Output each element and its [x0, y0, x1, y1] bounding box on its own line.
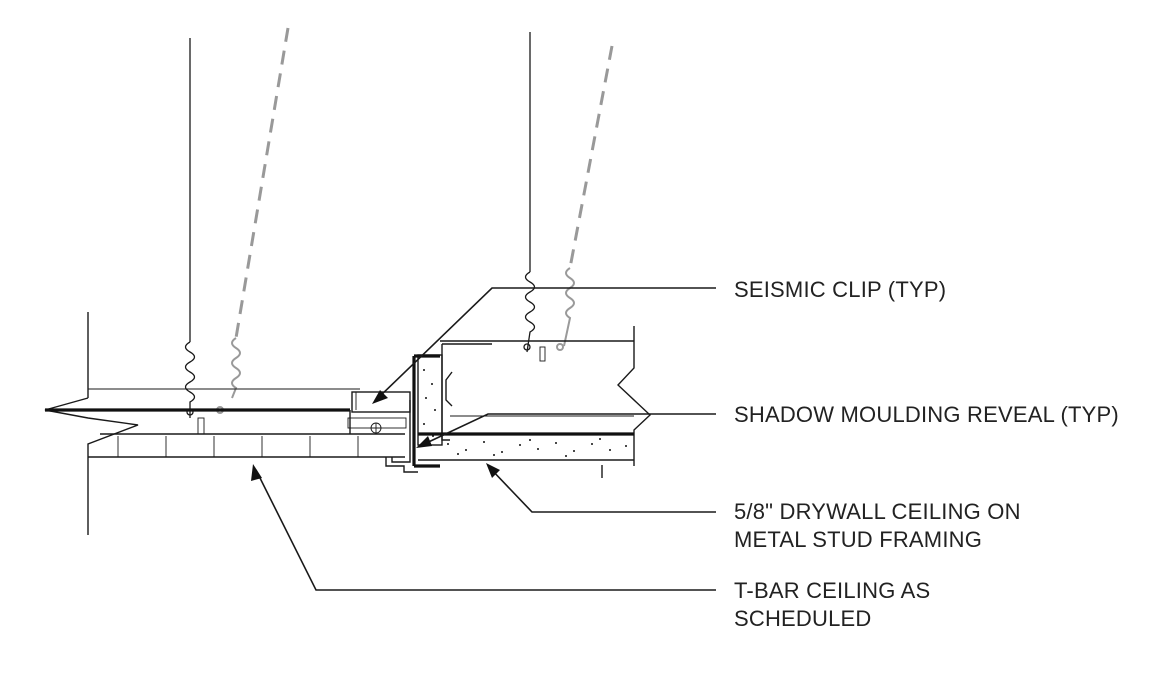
left-hanger-wire [184, 38, 196, 418]
shadow-moulding [412, 343, 492, 468]
seismic-clip-label: SEISMIC CLIP (TYP) [734, 277, 947, 302]
drywall-ceiling [418, 326, 652, 478]
t-bar-leader [251, 464, 716, 591]
drywall-leader [486, 463, 716, 513]
t-bar-ceiling [45, 391, 410, 458]
right-hanger-wire [523, 32, 536, 353]
drywall-label-line2: METAL STUD FRAMING [734, 527, 983, 552]
shadow-moulding-label: SHADOW MOULDING REVEAL (TYP) [734, 402, 1119, 427]
t-bar-label-line2: SCHEDULED [734, 606, 872, 631]
shadow-moulding-leader [416, 413, 716, 448]
seismic-clip-leader [372, 287, 716, 404]
drywall-label-line1: 5/8" DRYWALL CEILING ON [734, 499, 1021, 524]
seismic-clip [347, 391, 418, 473]
left-bracing-wire [216, 27, 290, 414]
left-structure [44, 312, 360, 535]
t-bar-label-line1: T-BAR CEILING AS [734, 578, 931, 603]
right-bracing-wire [556, 45, 614, 351]
